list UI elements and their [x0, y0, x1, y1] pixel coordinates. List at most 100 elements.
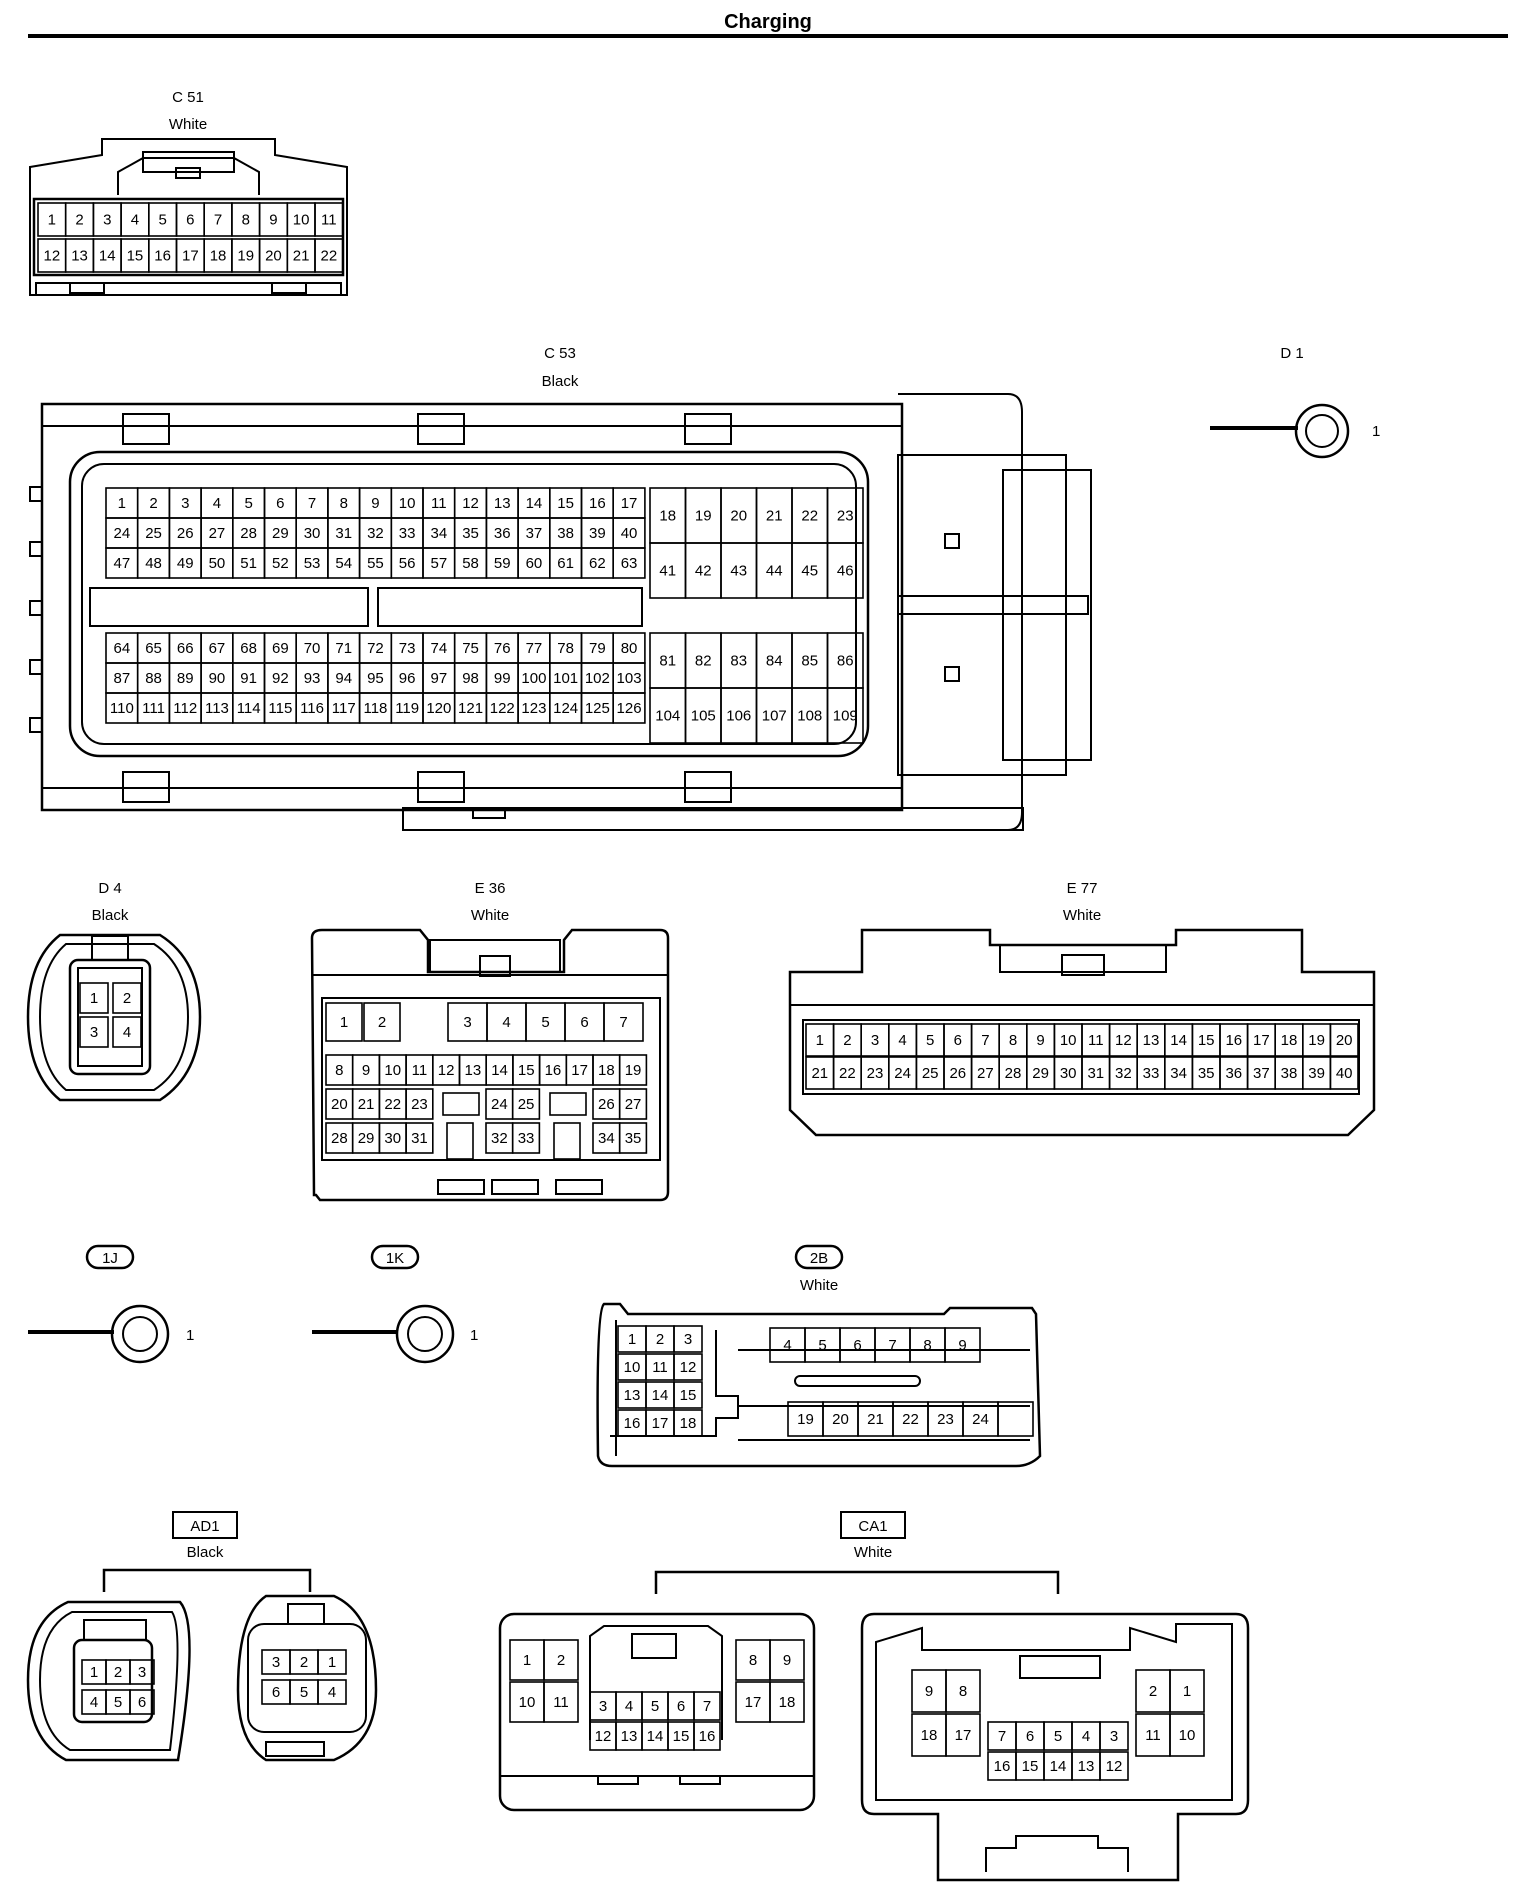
2b-pin-21-label: 21	[867, 1411, 884, 1428]
e77-pin-40	[1329, 1056, 1359, 1090]
e77-pin-30-label: 30	[1060, 1065, 1077, 1082]
ca1-pin-9-label: 9	[783, 1652, 791, 1669]
c53-pin-31-label: 31	[335, 525, 352, 542]
2b-pin-18-label: 18	[680, 1415, 697, 1432]
c53-pin-119-label: 119	[395, 700, 419, 717]
e36-pin-5-label: 5	[541, 1014, 549, 1031]
c53-pin-45-label: 45	[801, 563, 818, 580]
c51-pin-10-label: 10	[293, 212, 310, 229]
c53-pin-32-label: 32	[367, 525, 384, 542]
ad1-pin-6-label: 6	[272, 1684, 280, 1701]
e36-pin-13-label: 13	[465, 1062, 482, 1079]
ad1-pin-4	[317, 1679, 347, 1705]
ad1-pin-1	[317, 1649, 347, 1675]
ca1-pin-16-label: 16	[699, 1728, 716, 1745]
c53-pin-112-label: 112	[173, 700, 197, 717]
c53-pin-110-label: 110	[110, 700, 134, 717]
e77-pin-24-label: 24	[894, 1065, 911, 1082]
c53-pin-76-label: 76	[494, 640, 511, 657]
c51-pin-5-label: 5	[158, 212, 166, 229]
c53-pin-14-label: 14	[526, 495, 543, 512]
c53-pin-121-label: 121	[458, 700, 483, 717]
2b-pin-20-label: 20	[832, 1411, 849, 1428]
ca1-pin-12-label: 12	[1106, 1758, 1123, 1775]
e36-pin-3-label: 3	[463, 1014, 471, 1031]
2b-pin-15-label: 15	[680, 1387, 697, 1404]
c51-color: White	[169, 116, 207, 133]
c53-pin-26-label: 26	[177, 525, 194, 542]
c53-pin-12-label: 12	[462, 495, 479, 512]
c53-pin-114-label: 114	[237, 700, 261, 717]
e77-pin-21-label: 21	[811, 1065, 828, 1082]
ca1-pin-14-label: 14	[1050, 1758, 1067, 1775]
c53-pin-66-label: 66	[177, 640, 194, 657]
c51-pin-4-label: 4	[131, 212, 139, 229]
e36-id: E 36	[475, 880, 506, 897]
ca1-pin-11	[543, 1681, 579, 1723]
connector-1k: 1K 1	[312, 1244, 478, 1364]
c53-pin-19-label: 19	[695, 508, 712, 525]
e36-color: White	[471, 907, 509, 924]
c53-pin-37-label: 37	[526, 525, 543, 542]
c51-pin-16-label: 16	[154, 248, 171, 265]
e77-pin-13-label: 13	[1143, 1032, 1160, 1049]
c51-pin-14-label: 14	[99, 248, 116, 265]
ad1-pin-1-label: 1	[90, 1664, 98, 1681]
c53-pin-22-label: 22	[801, 508, 818, 525]
e77-color: White	[1063, 907, 1101, 924]
2b-pin-5-label: 5	[818, 1337, 826, 1354]
e77-pin-25-label: 25	[922, 1065, 939, 1082]
e77-id: E 77	[1067, 880, 1098, 897]
c53-pin-71-label: 71	[335, 640, 352, 657]
c53-pin-1-label: 1	[118, 495, 126, 512]
connector-1j: 1J 1	[28, 1244, 194, 1364]
c53-pin-35-label: 35	[462, 525, 479, 542]
d4-pin-4-label: 4	[123, 1024, 131, 1041]
c53-pin-5-label: 5	[244, 495, 252, 512]
ca1-pin-1	[1169, 1669, 1205, 1713]
1j-id: 1J	[102, 1250, 118, 1267]
ca1-pin-8	[945, 1669, 981, 1713]
ca1-pin-17-label: 17	[745, 1694, 762, 1711]
c53-pin-107-label: 107	[762, 708, 787, 725]
2b-pin-14-label: 14	[652, 1387, 669, 1404]
e36-pin-23-label: 23	[411, 1096, 428, 1113]
ca1-color: White	[854, 1544, 892, 1561]
2b-pin-11-label: 11	[652, 1359, 668, 1376]
c53-pin-42-label: 42	[695, 563, 712, 580]
ad1-pin-3	[129, 1659, 155, 1685]
c53-pin-93-label: 93	[304, 670, 321, 687]
2b-pin-blank	[997, 1401, 1034, 1437]
c51-pin-7-label: 7	[214, 212, 222, 229]
2b-color: White	[800, 1277, 838, 1294]
c51-pin-11-label: 11	[321, 212, 337, 229]
c53-pin-87-label: 87	[114, 670, 131, 687]
ca1-pin-16-label: 16	[994, 1758, 1011, 1775]
2b-pin-7-label: 7	[888, 1337, 896, 1354]
e36-pin-27-label: 27	[625, 1096, 642, 1113]
e36-pin-22-label: 22	[384, 1096, 401, 1113]
c53-pin-48-label: 48	[145, 555, 162, 572]
c53-pin-6-label: 6	[276, 495, 284, 512]
c53-pin-70-label: 70	[304, 640, 321, 657]
ad1-pin-2-label: 2	[300, 1654, 308, 1671]
e36-cavity-blank-1	[442, 1092, 480, 1116]
e77-pin-10-label: 10	[1060, 1032, 1077, 1049]
c53-pin-8-label: 8	[340, 495, 348, 512]
c53-pin-111-label: 111	[142, 700, 165, 717]
c53-pin-103-label: 103	[617, 670, 642, 687]
e77-pin-17-label: 17	[1253, 1032, 1270, 1049]
c53-pin-62-label: 62	[589, 555, 606, 572]
c53-pin-52-label: 52	[272, 555, 289, 572]
c53-pin-124-label: 124	[553, 700, 578, 717]
c53-pin-50-label: 50	[209, 555, 226, 572]
d4-pin-2-label: 2	[123, 990, 131, 1007]
2b-pin-1-label: 1	[628, 1331, 636, 1348]
ca1-pin-14-label: 14	[647, 1728, 664, 1745]
c53-pin-30-label: 30	[304, 525, 321, 542]
